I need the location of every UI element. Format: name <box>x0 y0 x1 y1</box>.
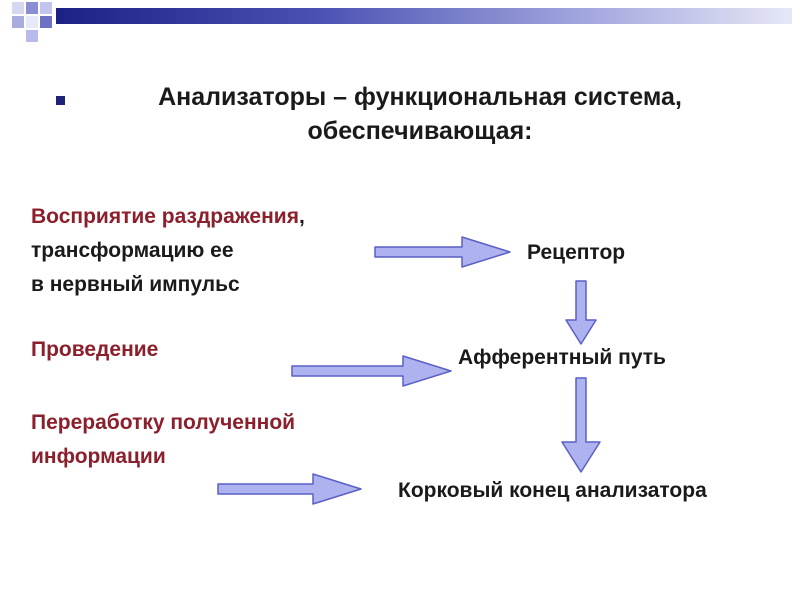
function-term: Проведение <box>31 338 159 361</box>
function-conduction: Проведение <box>31 333 158 367</box>
title-line-2: обеспечивающая: <box>307 117 533 145</box>
function-punct: , <box>298 205 305 228</box>
node-afferent-path: Афферентный путь <box>458 346 666 369</box>
arrow-to-cortical-end <box>217 473 362 505</box>
node-receptor: Рецептор <box>527 241 626 264</box>
function-perception: Восприятие раздражения, трансформацию ее… <box>31 200 305 302</box>
function-term: Переработку полученной <box>31 411 296 434</box>
function-line: информации <box>31 440 295 474</box>
arrow-to-afferent-path <box>291 355 452 387</box>
function-line: Переработку полученной <box>31 406 295 440</box>
title-line-1: Анализаторы – функциональная система, <box>158 83 682 111</box>
function-term: информации <box>31 445 166 468</box>
function-processing: Переработку полученной информации <box>31 406 295 474</box>
corner-squares-decoration <box>12 2 52 42</box>
function-line: Проведение <box>31 333 158 367</box>
function-line: трансформацию ее <box>31 239 234 262</box>
title-bullet <box>56 96 65 105</box>
arrow-to-receptor <box>374 236 511 268</box>
function-term: Восприятие раздражения <box>31 205 299 228</box>
slide-title: Анализаторы – функциональная система, об… <box>80 80 760 148</box>
arrow-afferent-to-cortical <box>561 377 601 473</box>
header-gradient-bar <box>56 8 792 24</box>
function-line: в нервный импульс <box>31 273 240 296</box>
node-cortical-end: Корковый конец анализатора <box>398 479 707 502</box>
function-line: Восприятие раздражения, <box>31 200 305 234</box>
arrow-receptor-to-afferent <box>565 280 597 345</box>
